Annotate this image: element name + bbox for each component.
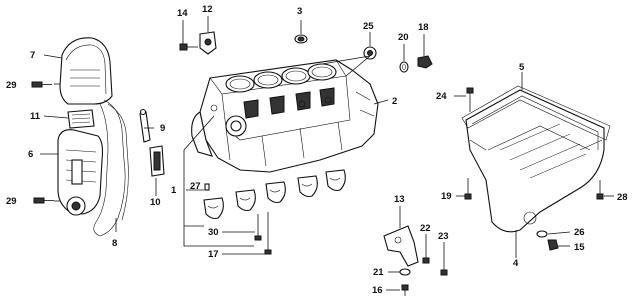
callout-labels: 1 2 3 4 5 6 7 8 9 10 11 12 13 14 15 16 1…	[6, 4, 628, 296]
main-bearing-caps[interactable]	[203, 169, 346, 220]
bracket-bolt-22[interactable]	[422, 240, 430, 264]
gasket-plate[interactable]	[149, 145, 165, 177]
cylinder-block[interactable]	[191, 59, 379, 173]
callout-16: 16	[372, 285, 383, 296]
lower-timing-cover[interactable]	[57, 129, 104, 216]
drain-bolt[interactable]	[179, 43, 198, 51]
bearing-cap-bolts[interactable]	[254, 212, 272, 255]
engine-bracket[interactable]	[383, 225, 419, 267]
callout-12: 12	[202, 4, 213, 15]
callout-9: 9	[160, 123, 165, 134]
callout-20: 20	[398, 32, 409, 43]
callout-23: 23	[438, 231, 449, 242]
callout-8: 8	[112, 238, 117, 249]
callout-2: 2	[392, 96, 397, 107]
stud-bolt[interactable]	[139, 108, 151, 143]
water-drain-plug[interactable]	[199, 31, 217, 55]
callout-3: 3	[297, 6, 302, 17]
block-plug[interactable]	[294, 34, 308, 44]
callout-11: 11	[30, 111, 41, 122]
callout-6: 6	[28, 149, 33, 160]
callout-15: 15	[574, 242, 585, 253]
washer-21[interactable]	[399, 268, 411, 276]
callout-14: 14	[177, 8, 188, 19]
callout-21: 21	[373, 267, 384, 278]
upper-timing-cover[interactable]	[59, 37, 113, 105]
timing-cover-gasket[interactable]	[93, 99, 129, 237]
oil-pan-gasket[interactable]	[461, 85, 611, 151]
dowel-pin[interactable]	[204, 183, 210, 191]
callout-25: 25	[363, 21, 374, 32]
callout-5: 5	[519, 62, 525, 73]
callout-28: 28	[617, 192, 628, 203]
callout-30: 30	[208, 227, 219, 238]
callout-17: 17	[208, 249, 219, 260]
callout-7: 7	[30, 50, 35, 61]
callout-26: 26	[574, 227, 585, 238]
callout-18: 18	[418, 22, 429, 33]
cover-plate[interactable]	[67, 109, 95, 129]
washer-20[interactable]	[399, 61, 409, 73]
callout-22: 22	[420, 223, 431, 234]
bolt-16[interactable]	[401, 284, 409, 296]
cover-bolt-lower[interactable]	[33, 197, 54, 204]
pan-bolt-28[interactable]	[596, 180, 604, 200]
pan-stud-24[interactable]	[466, 87, 474, 112]
washer-25[interactable]	[363, 46, 377, 60]
cover-bolt-upper[interactable]	[31, 81, 52, 88]
callout-10: 10	[150, 197, 161, 208]
sensor-18[interactable]	[417, 55, 433, 69]
callout-13: 13	[394, 194, 405, 205]
oil-pan[interactable]	[465, 89, 605, 233]
leader-lines	[40, 16, 614, 291]
callout-24: 24	[436, 91, 447, 102]
bracket-bolt-23[interactable]	[440, 250, 448, 276]
callout-1: 1	[171, 185, 177, 196]
callout-27: 27	[190, 181, 201, 192]
drain-plug-15[interactable]	[547, 239, 559, 251]
pan-bolt-19[interactable]	[464, 178, 472, 200]
callout-29-upper: 29	[6, 80, 17, 91]
callout-19: 19	[441, 191, 452, 202]
callout-4: 4	[513, 258, 519, 269]
drain-washer-26[interactable]	[536, 230, 548, 238]
callout-29-lower: 29	[6, 196, 17, 207]
